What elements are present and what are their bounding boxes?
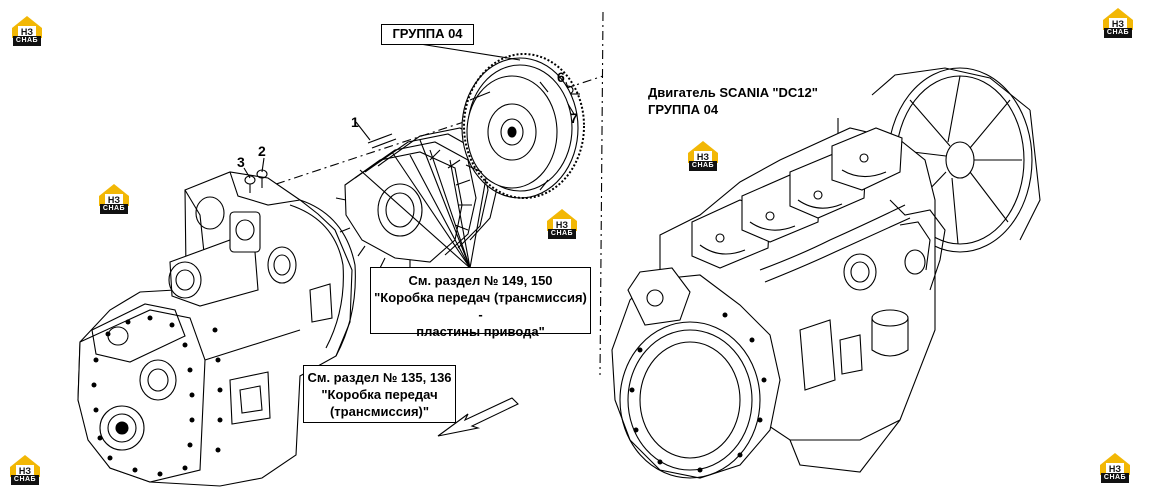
see-135-line3: (трансмиссия)" (329, 404, 430, 419)
callout-3: 3 (237, 154, 245, 170)
engine-group-text: ГРУППА 04 (648, 102, 719, 117)
svg-text:НЗ: НЗ (697, 152, 709, 162)
group-04-label: ГРУППА 04 (381, 24, 474, 45)
logo-brand-text: СНАБ (11, 475, 39, 485)
engine-title-text: Двигатель SCANIA "DC12" (648, 85, 818, 100)
engine-title-label: Двигатель SCANIA "DC12" ГРУППА 04 (648, 84, 818, 118)
logo-brand-text: СНАБ (1104, 28, 1132, 38)
direction-arrow (437, 397, 519, 437)
see-section-135-136-box: См. раздел № 135, 136 "Коробка передач (… (303, 365, 456, 423)
svg-text:НЗ: НЗ (19, 466, 31, 476)
svg-text:НЗ: НЗ (1109, 464, 1121, 474)
see-135-line2: "Коробка передач (321, 387, 438, 402)
see-135-line1: См. раздел № 135, 136 (307, 370, 452, 385)
callout-6: 6 (557, 69, 565, 85)
transmission-housing (77, 171, 356, 487)
callout-1: 1 (351, 114, 359, 130)
callout-2: 2 (258, 143, 266, 159)
svg-text:НЗ: НЗ (108, 195, 120, 205)
svg-text:НЗ: НЗ (21, 27, 33, 37)
nz-house-logo-icon: НЗ СНАБ (686, 139, 720, 173)
nz-house-logo-icon: НЗ СНАБ (10, 14, 44, 48)
logo-brand-text: СНАБ (689, 161, 717, 171)
svg-text:НЗ: НЗ (1112, 19, 1124, 29)
engine-scania-dc12 (611, 67, 1041, 479)
nz-house-logo-icon: НЗ СНАБ (97, 182, 131, 216)
nz-house-logo-icon: НЗ СНАБ (1098, 451, 1132, 485)
nz-house-logo-icon: НЗ СНАБ (8, 453, 42, 487)
see-149-line2: "Коробка передач (трансмиссия) - (374, 290, 587, 322)
nz-house-logo-icon: НЗ СНАБ (545, 207, 579, 241)
see-section-149-150-box: См. раздел № 149, 150 "Коробка передач (… (370, 267, 591, 339)
flywheel (461, 53, 585, 199)
logo-brand-text: СНАБ (100, 204, 128, 214)
nz-house-logo-icon: НЗ СНАБ (1101, 6, 1135, 40)
group-04-text: ГРУППА 04 (392, 26, 463, 41)
logo-brand-text: СНАБ (13, 36, 41, 46)
see-149-line3: пластины привода" (416, 324, 545, 339)
logo-brand-text: СНАБ (548, 229, 576, 239)
svg-text:НЗ: НЗ (556, 220, 568, 230)
callout-7: 7 (570, 110, 578, 126)
logo-brand-text: СНАБ (1101, 473, 1129, 483)
leader-lines (243, 43, 839, 269)
see-149-line1: См. раздел № 149, 150 (408, 273, 553, 288)
